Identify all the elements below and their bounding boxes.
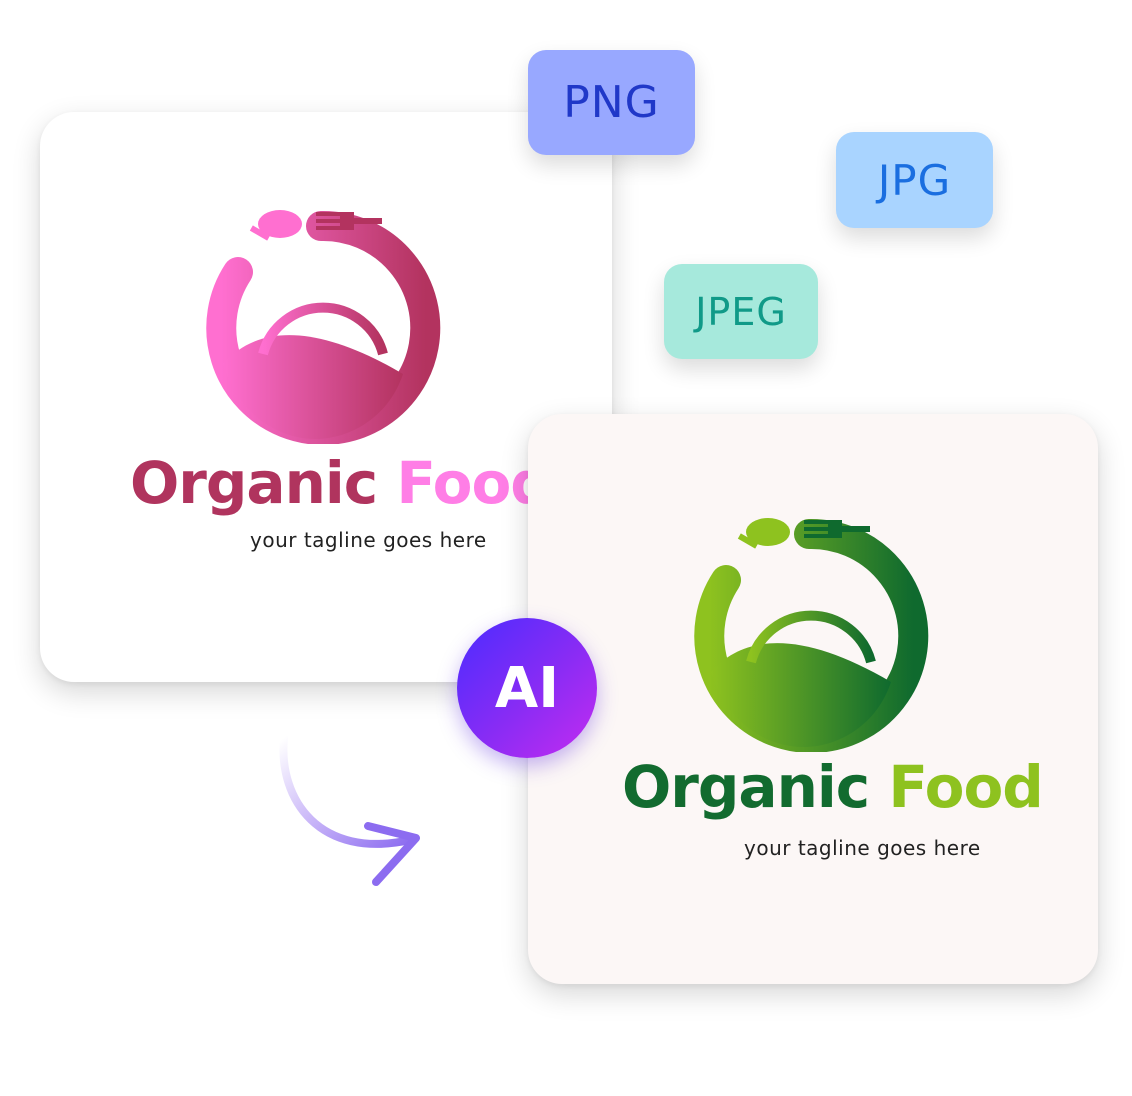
- generated-logo-card: Organic Food your tagline goes here: [528, 414, 1098, 984]
- logo-title: Organic Food: [130, 454, 552, 512]
- logo-title-word2: Food: [888, 753, 1043, 821]
- curved-arrow-icon: [279, 734, 420, 886]
- logo-title-word1: Organic: [130, 449, 378, 517]
- logo-title-word1: Organic: [622, 753, 870, 821]
- logo-title: Organic Food: [622, 758, 1044, 816]
- logo-tagline: your tagline goes here: [250, 528, 487, 552]
- png-format-chip: PNG: [528, 50, 695, 155]
- ai-badge: AI: [457, 618, 597, 758]
- jpeg-format-chip: JPEG: [664, 264, 818, 359]
- logo-title-word2: Food: [396, 449, 551, 517]
- original-logo-card: Organic Food your tagline goes here: [40, 112, 612, 682]
- logo-tagline: your tagline goes here: [744, 836, 981, 860]
- jpg-format-chip: JPG: [836, 132, 993, 228]
- organic-food-logo-mark-pink: [206, 210, 441, 444]
- organic-food-logo-mark-green: [694, 518, 929, 752]
